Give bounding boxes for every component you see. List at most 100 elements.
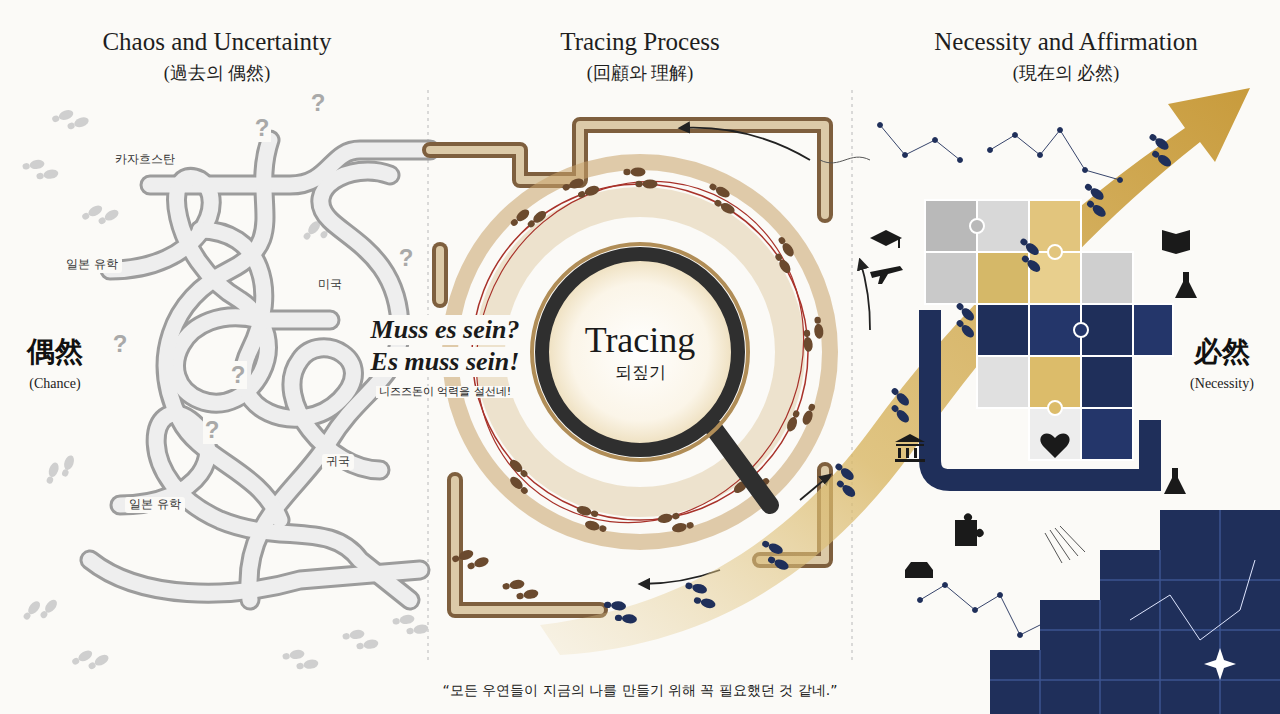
quote-text: Es muss sein!: [368, 347, 523, 377]
question-mark: ?: [397, 244, 416, 272]
constellations: [998, 593, 1003, 598]
navy-footprints: [1075, 182, 1115, 220]
icons: [870, 230, 1197, 578]
icons: [1164, 468, 1186, 494]
puzzle-grid: [925, 252, 977, 304]
navy-puzzle: [990, 510, 1280, 714]
brown-footprints: [623, 168, 657, 189]
quote-text: Muss es sein?: [368, 315, 523, 345]
brown-footprints: [785, 398, 817, 437]
side-heading: 必然: [1194, 336, 1250, 368]
constellations: [878, 123, 883, 128]
brown-footprints: [702, 181, 742, 216]
brown-frame: [432, 250, 448, 300]
brown-footprints: [451, 544, 490, 575]
puzzle-grid: [1081, 408, 1133, 460]
puzzle-grid: [970, 219, 984, 233]
constellations: [1038, 153, 1043, 158]
path-label: 카자흐스탄: [111, 152, 179, 168]
puzzle-grid: [977, 356, 1029, 408]
question-mark: ?: [309, 89, 328, 117]
icons: [905, 562, 933, 578]
navy-puzzle: [1130, 560, 1255, 640]
brown-footprints: [509, 199, 549, 237]
lens-subtitle: 되짚기: [615, 361, 666, 383]
constellations: [903, 153, 908, 158]
grey-footprints: [70, 642, 110, 677]
puzzle-grid: [930, 310, 1150, 480]
thread: [820, 157, 1085, 563]
grey-footprints: [342, 627, 379, 654]
quote-note: 니즈즈돈이 억력을 설선네!: [376, 386, 514, 399]
puzzle-grid: [1074, 323, 1088, 337]
navy-footprints: [826, 461, 866, 499]
icons: [1162, 230, 1190, 254]
grey-footprints: [51, 104, 90, 135]
constellations: [1118, 178, 1123, 183]
grey-footprints: [392, 612, 429, 639]
grey-footprints: [80, 197, 120, 232]
navy-footprints: [1011, 236, 1051, 274]
icons: [1175, 272, 1197, 298]
side-subheading: (Necessity): [1190, 376, 1254, 392]
path-label: 귀국: [322, 454, 354, 470]
question-mark: ?: [253, 114, 272, 142]
puzzle-grid: [1133, 304, 1173, 356]
navy-footprints: [756, 538, 796, 571]
grey-footprints: [21, 590, 59, 630]
constellations: [1058, 128, 1063, 133]
magnifier: [712, 426, 770, 505]
maze-paths: [166, 140, 280, 520]
constellations: [920, 585, 1050, 635]
constellations: [918, 598, 923, 603]
question-mark: ?: [111, 330, 130, 358]
navy-footprints: [1140, 132, 1180, 169]
constellations: [1013, 133, 1018, 138]
magnifier: [532, 244, 748, 460]
section-divider: [851, 90, 852, 660]
side-heading: 偶然: [27, 336, 83, 368]
section-subheading: (現在의 必然): [1013, 63, 1120, 84]
path-label: 미국: [314, 277, 346, 293]
magnifier: [532, 244, 770, 505]
navy-footprints: [603, 600, 639, 624]
puzzle-grid: [1040, 433, 1069, 458]
navy-puzzle: [990, 510, 1280, 714]
icons: [895, 434, 925, 462]
constellations: [878, 123, 1123, 638]
grey-footprints: [22, 157, 59, 184]
constellations: [1018, 633, 1023, 638]
puzzle-grid: [925, 200, 1173, 480]
brown-footprints: [572, 504, 611, 534]
icons: [955, 513, 984, 546]
magnifier: [542, 254, 738, 450]
circular-arrows: [680, 128, 810, 160]
puzzle-grid: [1048, 401, 1062, 415]
grey-footprints: [21, 104, 429, 677]
brown-footprints: [657, 508, 695, 536]
puzzle-grid: [977, 252, 1029, 304]
brown-footprints: [766, 235, 802, 275]
path-label: 일본 유학: [62, 257, 122, 273]
navy-footprints: [946, 301, 985, 340]
icons: [870, 266, 903, 284]
section-heading: Necessity and Affirmation: [934, 28, 1197, 57]
section-heading: Tracing Process: [560, 28, 720, 57]
icons: [898, 238, 900, 248]
navy-footprints: [681, 581, 719, 610]
section-subheading: (過去의 偶然): [164, 63, 271, 84]
grey-footprints: [44, 450, 75, 489]
navy-puzzle: [990, 510, 1280, 714]
question-mark: ?: [203, 416, 222, 444]
maze-paths: [90, 560, 420, 593]
brown-footprints: [561, 173, 600, 204]
brown-footprints: [499, 457, 538, 496]
puzzle-grid: [1048, 245, 1062, 259]
constellations: [880, 125, 960, 160]
path-label: 일본 유학: [125, 497, 185, 513]
navy-puzzle: [1204, 648, 1236, 680]
magnifier-lens: Tracing되짚기: [550, 262, 730, 442]
navy-puzzle: [990, 510, 1280, 714]
puzzle-grid: [977, 304, 1029, 356]
